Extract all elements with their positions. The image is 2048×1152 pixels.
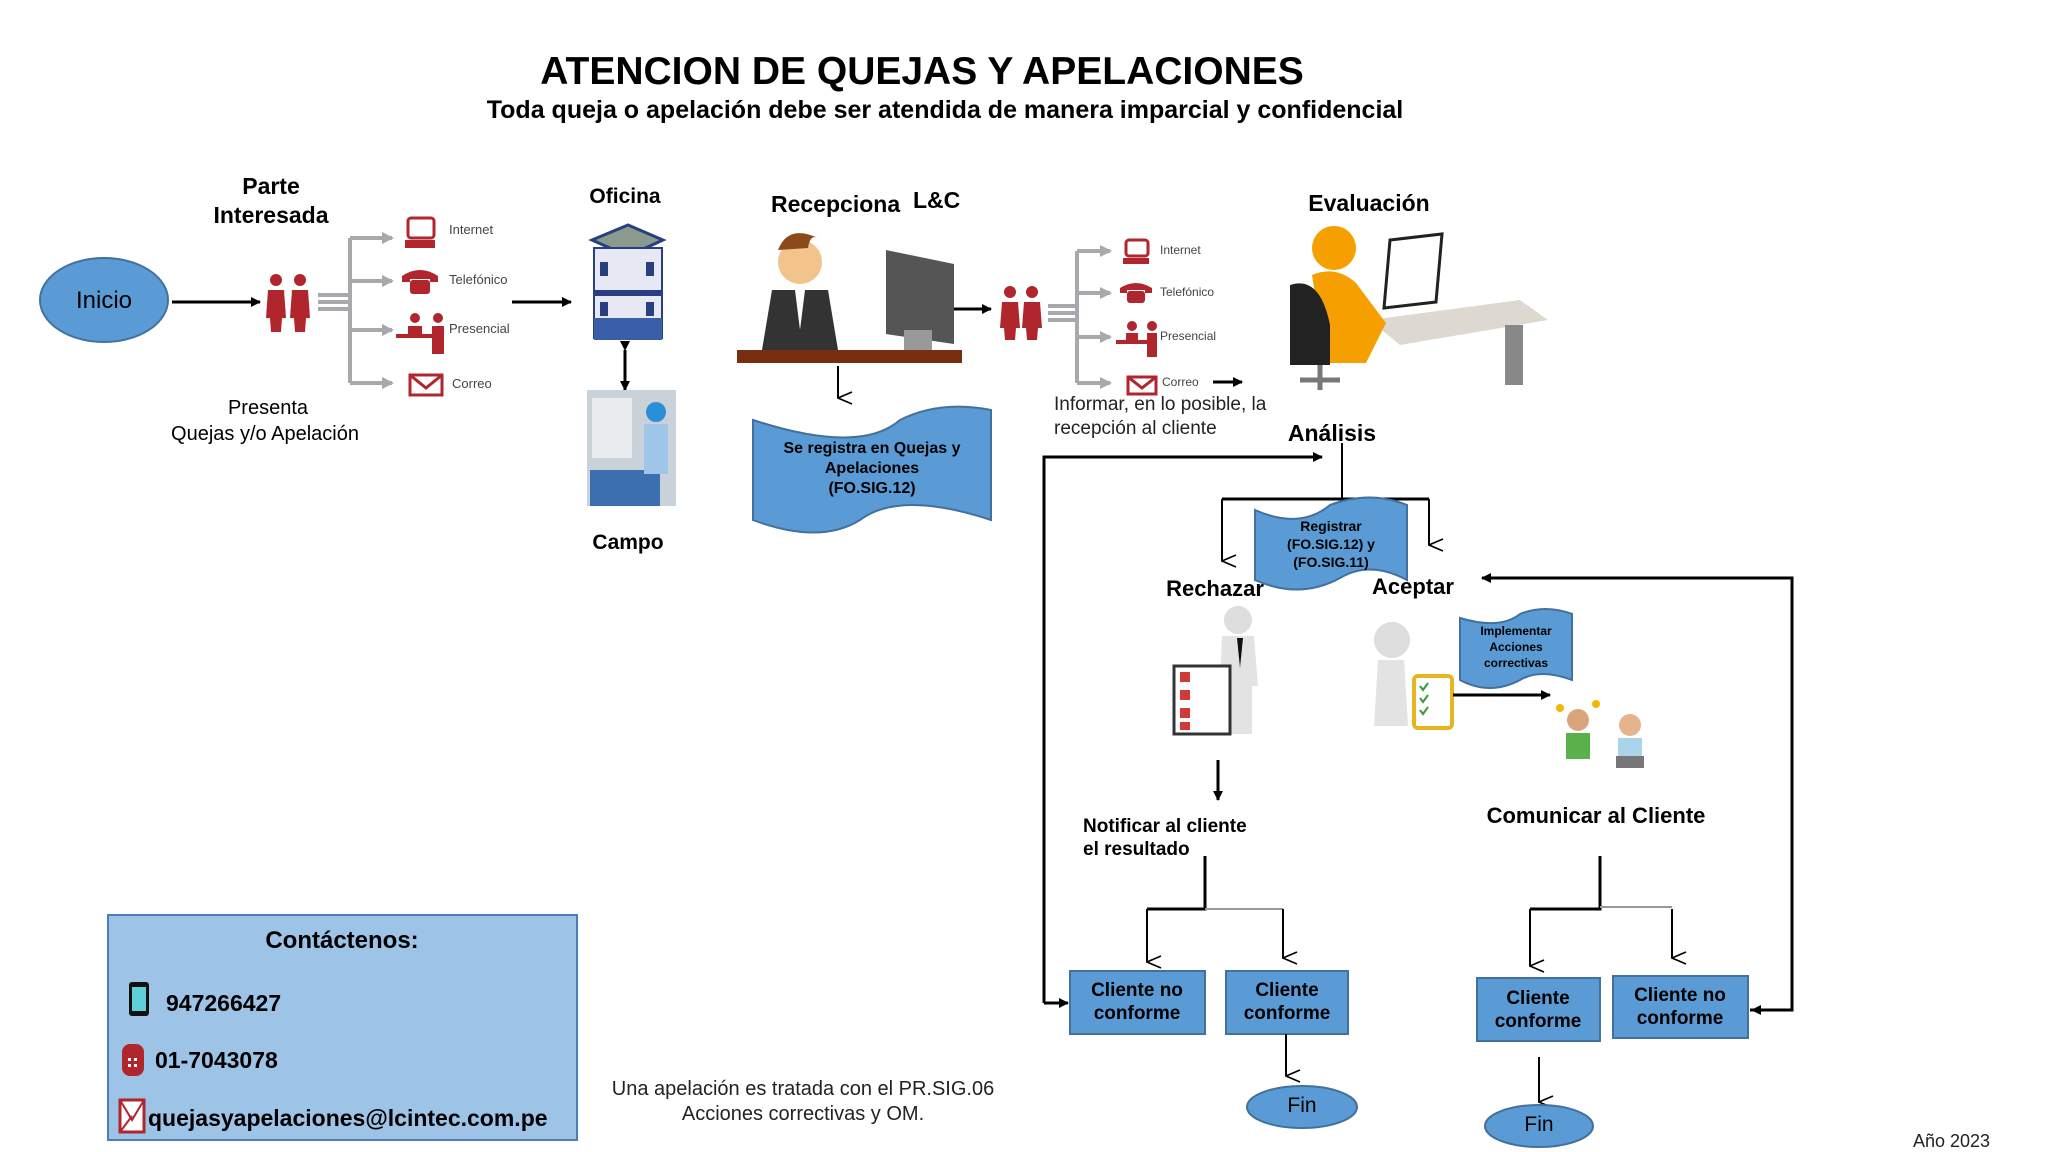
right-box-2-line-2: conforme (1636, 1008, 1724, 1029)
appeal-note-2: Acciones correctivas y OM. (681, 1103, 925, 1125)
inform-text-2: recepción al cliente (1054, 418, 1217, 439)
channel-connector (318, 232, 394, 389)
internet-icon (1123, 238, 1150, 264)
implement-line-3: correctivas (1483, 656, 1549, 670)
channel-internet: Internet (1160, 243, 1201, 257)
accept-label: Aceptar (1372, 574, 1454, 599)
internet-icon (405, 216, 436, 248)
page-subtitle: Toda queja o apelación debe ser atendida… (486, 96, 1404, 124)
notify-text-2: el resultado (1083, 839, 1190, 860)
right-nonconforming-box (1612, 975, 1749, 1039)
evaluation-label: Evaluación (1308, 190, 1430, 216)
field-work-photo (587, 390, 676, 506)
left-box-1-line-2: conforme (1093, 1003, 1181, 1024)
start-label: Inicio (75, 287, 133, 314)
evaluation-illustration (1290, 226, 1548, 390)
register-fo-document-shape (1254, 496, 1408, 591)
party-label-1: Parte (242, 173, 300, 199)
loop-connector (1481, 573, 1794, 1012)
customer-call-illustration (1556, 700, 1644, 768)
telephone-icon (402, 270, 438, 294)
people-icon (1000, 286, 1042, 340)
connector (1147, 856, 1207, 911)
people-icon (266, 274, 310, 332)
channel-phone: Telefónico (449, 272, 508, 287)
channel-mail: Correo (452, 376, 492, 391)
register2-line-1: Registrar (1300, 518, 1362, 534)
start-node (39, 257, 169, 343)
register-doc-line-2: Apelaciones (824, 460, 920, 477)
connector (1530, 856, 1602, 911)
contact-mobile: 947266427 (166, 990, 282, 1016)
mail-icon (408, 373, 444, 397)
in-person-icon (396, 313, 444, 354)
implement-line-2: Acciones (1489, 640, 1543, 654)
channel-mail: Correo (1162, 375, 1199, 389)
left-nonconforming-box (1069, 970, 1206, 1035)
reception-label: Recepciona (771, 191, 901, 217)
loop-connector (1042, 452, 1323, 1003)
notify-text-1: Notificar al cliente (1083, 816, 1247, 837)
register2-line-2: (FO.SIG.12) y (1287, 536, 1375, 552)
analysis-label: Análisis (1287, 420, 1377, 446)
party-label-2: Interesada (213, 202, 329, 228)
presenta-text-2: Quejas y/o Apelación (171, 423, 359, 445)
end-label-left: Fin (1287, 1094, 1317, 1117)
year-label: Año 2023 (1913, 1131, 1991, 1151)
email-icon (118, 1098, 146, 1134)
in-person-icon (1116, 321, 1157, 357)
register-document-shape (752, 405, 992, 534)
channel-internet: Internet (449, 222, 494, 237)
receptionist-illustration (737, 233, 962, 363)
reject-label: Rechazar (1166, 576, 1264, 601)
presenta-text-1: Presenta (227, 397, 309, 419)
appeal-note-1: Una apelación es tratada con el PR.SIG.0… (611, 1078, 995, 1100)
register-doc-line-1: Se registra en Quejas y (783, 440, 961, 457)
field-label: Campo (592, 531, 664, 554)
accept-illustration (1374, 622, 1454, 730)
left-box-2-line-1: Cliente (1255, 980, 1319, 1001)
right-box-1-line-1: Cliente (1506, 988, 1570, 1009)
channel-connector (1048, 245, 1112, 389)
contact-box (107, 914, 578, 1141)
channel-in-person: Presencial (449, 321, 510, 336)
reject-illustration (1172, 606, 1258, 736)
end-node-right (1484, 1104, 1594, 1148)
contact-phone: 01-7043078 (155, 1047, 278, 1073)
left-conforming-box (1225, 970, 1349, 1035)
inform-text-1: Informar, en lo posible, la (1054, 394, 1267, 415)
left-box-1-line-1: Cliente no (1091, 980, 1183, 1001)
right-box-2-line-1: Cliente no (1634, 985, 1726, 1006)
reception-org-label: L&C (913, 187, 961, 213)
telephone-icon (1120, 283, 1152, 303)
end-label-right: Fin (1524, 1113, 1554, 1136)
office-building-icon (588, 223, 667, 340)
mail-icon (1126, 375, 1158, 396)
register2-line-3: (FO.SIG.11) (1293, 554, 1369, 570)
channel-in-person: Presencial (1160, 329, 1217, 343)
right-conforming-box (1476, 977, 1601, 1042)
telephone-icon (122, 1044, 144, 1076)
contact-title: Contáctenos: (265, 927, 419, 954)
register-doc-line-3: (FO.SIG.12) (828, 480, 916, 497)
office-label: Oficina (589, 185, 661, 208)
contact-email[interactable]: quejasyapelaciones@lcintec.com.pe (148, 1105, 548, 1131)
communicate-label: Comunicar al Cliente (1486, 803, 1706, 828)
implement-document-shape (1459, 608, 1573, 689)
mobile-phone-icon (129, 982, 149, 1016)
left-box-2-line-2: conforme (1243, 1003, 1331, 1024)
implement-line-1: Implementar (1480, 624, 1552, 638)
page-title: ATENCION DE QUEJAS Y APELACIONES (540, 50, 1304, 93)
end-node-left (1246, 1085, 1358, 1129)
right-box-1-line-2: conforme (1494, 1011, 1582, 1032)
channel-phone: Telefónico (1160, 285, 1215, 299)
